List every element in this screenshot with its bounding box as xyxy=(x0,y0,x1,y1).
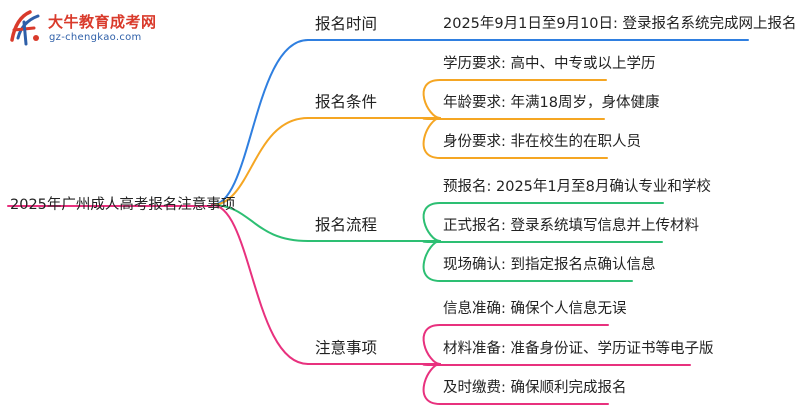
leaf-label-notes-2: 材料准备: 准备身份证、学历证书等电子版 xyxy=(443,341,714,357)
link-root-to-branch-1 xyxy=(211,117,309,206)
leaf-label-process-2: 正式报名: 登录系统填写信息并上传材料 xyxy=(443,218,699,234)
leaf-label-conditions-3: 身份要求: 非在校生的在职人员 xyxy=(443,134,641,150)
branch-label-process: 报名流程 xyxy=(315,216,378,234)
logo-badge-icon xyxy=(10,10,40,46)
mindmap-canvas: 大牛教育成考网 gz-chengkao.com 2025年广州成人高考报名注意事… xyxy=(7,8,797,405)
link-branch-to-leaf-4 xyxy=(422,202,441,242)
link-branch-to-leaf-9 xyxy=(422,363,441,405)
logo-url: gz-chengkao.com xyxy=(49,32,142,43)
link-branch-to-leaf-6 xyxy=(422,240,441,282)
leaf-label-notes-1: 信息准确: 确保个人信息无误 xyxy=(443,301,627,317)
branch-label-conditions: 报名条件 xyxy=(315,93,378,111)
leaf-label-process-3: 现场确认: 到指定报名点确认信息 xyxy=(443,257,656,273)
leaf-label-conditions-1: 学历要求: 高中、中专或以上学历 xyxy=(443,56,656,72)
mindmap-links xyxy=(7,39,749,405)
leaf-label-conditions-2: 年龄要求: 年满18周岁，身体健康 xyxy=(443,95,660,111)
site-logo[interactable]: 大牛教育成考网 gz-chengkao.com xyxy=(8,8,168,50)
leaf-label-notes-3: 及时缴费: 确保顺利完成报名 xyxy=(443,380,627,396)
link-branch-to-leaf-3 xyxy=(422,117,441,159)
leaf-label-time-1: 2025年9月1日至9月10日: 登录报名系统完成网上报名 xyxy=(443,16,797,32)
logo-title: 大牛教育成考网 xyxy=(48,13,157,31)
link-root-to-branch-3 xyxy=(211,204,309,365)
root-node-label: 2025年广州成人高考报名注意事项 xyxy=(10,197,236,213)
link-branch-to-leaf-1 xyxy=(422,79,441,119)
branch-label-notes: 注意事项 xyxy=(315,339,378,357)
branch-label-time: 报名时间 xyxy=(315,15,378,33)
link-root-to-branch-0 xyxy=(211,39,309,206)
link-root-to-branch-2 xyxy=(211,204,309,242)
link-branch-to-leaf-7 xyxy=(422,324,441,365)
leaf-label-process-1: 预报名: 2025年1月至8月确认专业和学校 xyxy=(443,179,711,195)
